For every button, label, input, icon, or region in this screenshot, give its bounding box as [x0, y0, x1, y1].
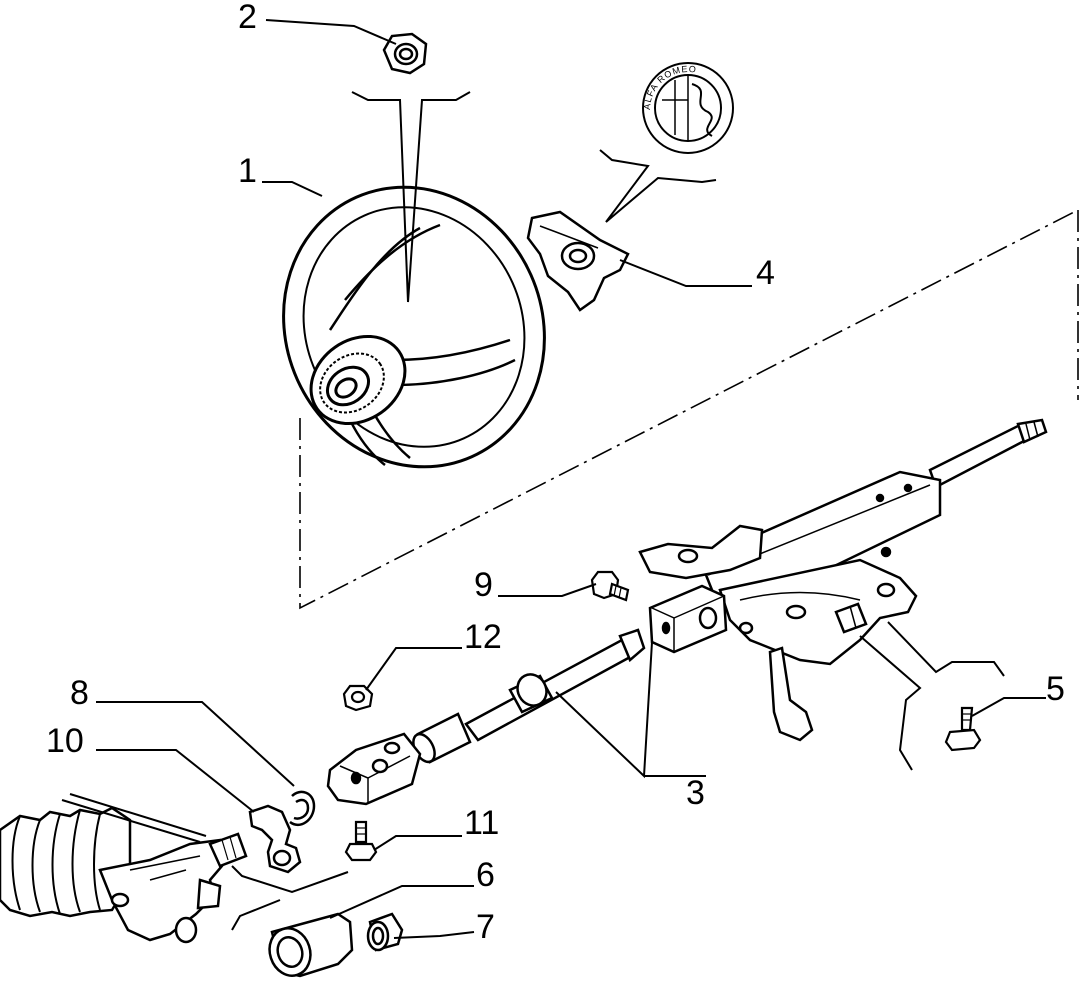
brand-logo-icon: ALFA ROMEO [642, 62, 734, 154]
callout-4: 4 [756, 254, 775, 292]
callout-leader-lines [96, 19, 1046, 939]
logo-bracket-lines [599, 149, 717, 223]
callout-9: 9 [474, 566, 493, 604]
callout-5: 5 [1046, 670, 1065, 708]
callout-7: 7 [476, 908, 495, 946]
callout-3: 3 [686, 774, 705, 812]
nut-icon [382, 32, 428, 75]
nut-12-icon [342, 684, 374, 712]
callout-12: 12 [464, 618, 502, 656]
callout-11: 11 [464, 804, 500, 842]
bolt-9-icon [590, 570, 630, 602]
callout-2: 2 [238, 0, 257, 36]
bolt-5-icon [944, 706, 982, 752]
steering-column-icon [326, 418, 1048, 806]
washer-8-icon [289, 790, 316, 827]
rack-bracket-lines [231, 865, 349, 931]
clip-10-icon [248, 804, 302, 874]
bushing-7-icon [366, 912, 404, 952]
steering-rack-icon [0, 793, 248, 944]
dust-boot-6-icon [268, 912, 354, 978]
part5-bracket-lines [859, 621, 1005, 771]
reference-frame-lines [299, 209, 1079, 610]
callout-8: 8 [70, 674, 89, 712]
steering-wheel-icon [282, 185, 546, 469]
callout-10: 10 [46, 722, 84, 760]
wheel-bracket-lines [351, 91, 471, 303]
hub-plate-icon [526, 210, 630, 312]
callout-6: 6 [476, 856, 495, 894]
callout-1: 1 [238, 152, 257, 190]
bolt-11-icon [344, 820, 378, 862]
